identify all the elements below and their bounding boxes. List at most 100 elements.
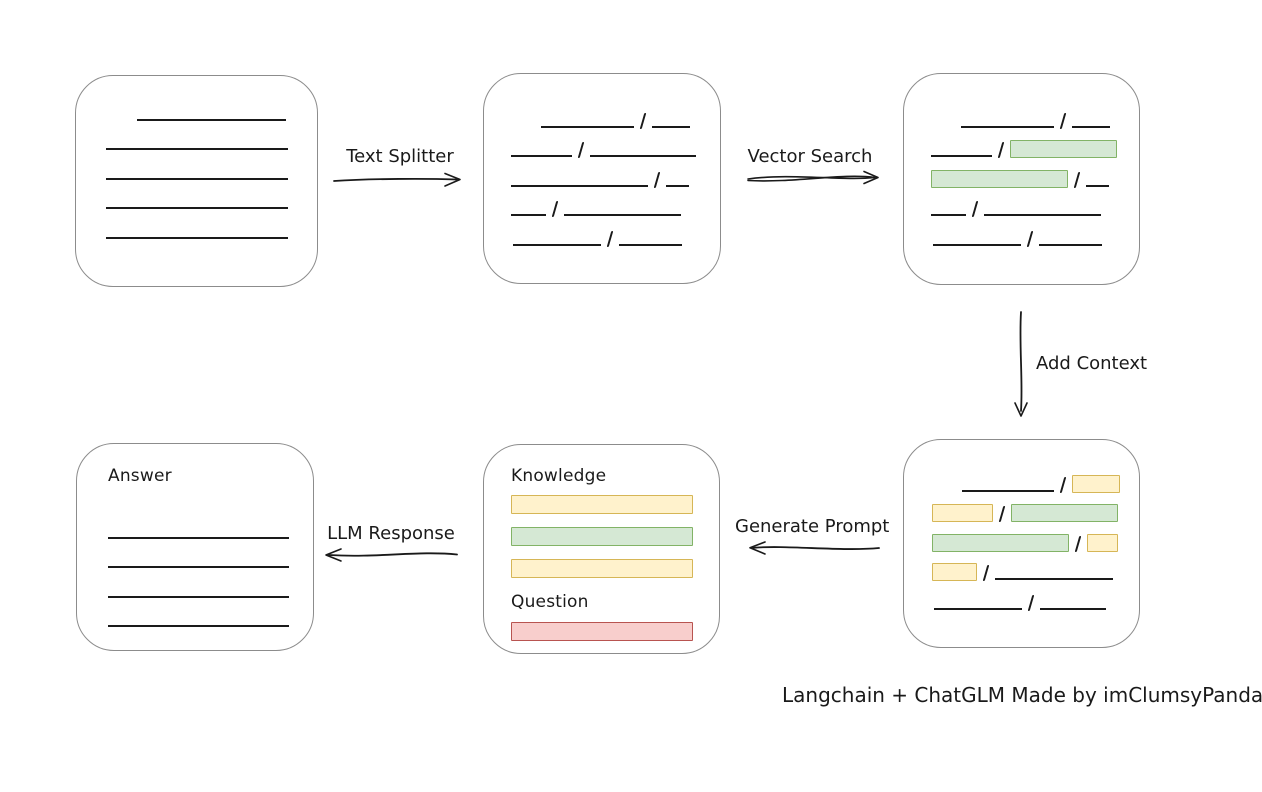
text-line <box>511 155 572 157</box>
chunk-row <box>108 540 289 570</box>
yellow-highlight-chip <box>932 504 993 522</box>
yellow-highlight-chip <box>932 563 977 581</box>
slash-separator <box>998 506 1006 522</box>
text-line <box>931 214 966 216</box>
chunk-row <box>931 217 1115 247</box>
text-line <box>619 243 683 246</box>
chunk-row <box>511 158 696 188</box>
document-lines <box>76 76 317 240</box>
slash-separator <box>653 171 661 188</box>
context-lines <box>904 440 1139 611</box>
question-bars <box>511 622 693 641</box>
text-line <box>513 243 601 246</box>
text-line <box>511 184 648 187</box>
chunk-row <box>931 188 1115 217</box>
vector-search-results-box <box>903 73 1140 285</box>
slash-separator <box>1026 230 1034 247</box>
red-bar <box>511 622 693 641</box>
text-line <box>1072 125 1111 128</box>
text-splitter-arrow-label: Text Splitter <box>346 146 454 167</box>
vector-search-arrow-label: Vector Search <box>747 146 873 167</box>
chunk-row <box>511 129 697 158</box>
slash-separator <box>1027 594 1035 611</box>
text-line <box>962 489 1054 492</box>
vector-search-results-lines <box>904 74 1139 247</box>
yellow-bar <box>511 495 693 514</box>
slash-separator <box>1073 171 1081 188</box>
yellow-highlight-chip <box>1072 474 1121 493</box>
answer-box: Answer <box>76 443 314 651</box>
chunk-row <box>932 463 1121 493</box>
text-line <box>590 155 697 157</box>
generate-prompt-arrow-label: Generate Prompt <box>735 516 890 537</box>
vector-search-arrow <box>747 170 879 185</box>
chunk-row <box>932 493 1119 522</box>
chunk-row <box>931 158 1115 188</box>
chunk-row <box>106 151 289 181</box>
knowledge-bars <box>511 495 693 578</box>
text-line <box>108 566 289 568</box>
green-highlight-chip <box>932 533 1069 552</box>
answer-label: Answer <box>108 466 172 486</box>
chunk-row <box>511 217 696 247</box>
text-line <box>511 214 546 216</box>
slash-separator <box>606 230 614 247</box>
chunk-row <box>106 210 289 240</box>
context-box <box>903 439 1140 648</box>
question-label: Question <box>511 592 589 612</box>
chunk-row <box>932 581 1115 611</box>
text-line <box>108 536 289 539</box>
text-line <box>108 625 289 627</box>
text-line <box>108 595 289 598</box>
text-line <box>106 148 288 150</box>
chunk-row <box>931 129 1118 158</box>
llm-response-arrow <box>325 548 458 562</box>
add-context-arrow <box>1014 311 1028 417</box>
split-chunks-box <box>483 73 721 284</box>
chunk-row <box>106 92 289 122</box>
text-line <box>137 118 286 121</box>
knowledge-label: Knowledge <box>511 466 607 486</box>
document-box <box>75 75 318 287</box>
text-line <box>1040 607 1107 610</box>
yellow-highlight-chip <box>1087 533 1119 552</box>
text-line <box>931 155 992 157</box>
indent-gap <box>931 246 933 247</box>
chunk-row <box>108 599 289 629</box>
text-line <box>106 236 288 239</box>
split-chunks-lines <box>484 74 720 247</box>
add-context-arrow-label: Add Context <box>1036 353 1148 374</box>
text-line <box>564 214 682 216</box>
text-line <box>995 578 1114 580</box>
text-line <box>1039 243 1103 246</box>
text-line <box>666 184 690 187</box>
chunk-row <box>108 510 289 540</box>
text-splitter-arrow <box>333 172 461 187</box>
chunk-row <box>511 188 696 217</box>
generate-prompt-arrow <box>749 541 880 555</box>
slash-separator <box>1074 535 1082 552</box>
chunk-row <box>932 522 1119 552</box>
slash-separator <box>577 142 585 158</box>
green-highlight-chip <box>1010 140 1118 158</box>
yellow-bar <box>511 559 693 578</box>
green-bar <box>511 527 693 546</box>
text-line <box>106 177 288 180</box>
prompt-box: Knowledge Question <box>483 444 720 654</box>
text-line <box>984 214 1102 216</box>
slash-separator <box>1059 112 1067 129</box>
slash-separator <box>997 142 1005 158</box>
chunk-row <box>106 181 289 211</box>
chunk-row <box>108 569 289 599</box>
indent-gap <box>932 610 934 611</box>
chunk-row <box>511 99 696 129</box>
green-highlight-chip <box>931 169 1068 188</box>
text-line <box>961 125 1054 128</box>
indent-gap <box>511 246 513 247</box>
slash-separator <box>551 201 559 217</box>
text-line <box>934 607 1022 610</box>
text-line <box>933 243 1021 246</box>
text-line <box>1086 184 1110 187</box>
green-highlight-chip <box>1011 504 1119 522</box>
